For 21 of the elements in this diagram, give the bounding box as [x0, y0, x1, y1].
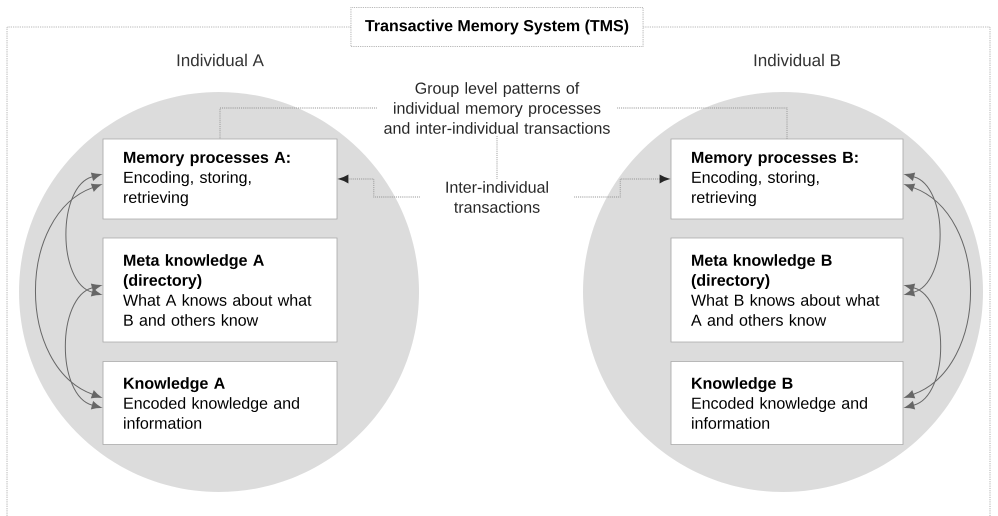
text-box: Meta knowledge A (directory) What A knows about what B and others know	[102, 238, 338, 342]
node-label: Individual B	[754, 54, 840, 66]
leader-line	[220, 108, 378, 140]
arrow	[338, 174, 420, 198]
arrow	[65, 172, 102, 296]
node-label: Individual A	[178, 54, 264, 66]
text-box: Memory processes A: Encoding, storing, retrieving	[102, 138, 338, 220]
arrow	[574, 174, 670, 198]
text-box: Knowledge B Encoded knowledge and information	[670, 361, 904, 445]
arrow	[904, 172, 941, 296]
leader-line	[496, 136, 498, 180]
annotation-text: Group level patterns of individual memory processes and inter-individual transactions	[384, 82, 610, 134]
text-box: Memory processes B: Encoding, storing, retrieving	[670, 138, 904, 220]
arrow	[904, 284, 942, 410]
arrow	[64, 284, 102, 410]
leader-line	[616, 108, 788, 140]
annotation-text: Inter-individual transactions	[446, 181, 548, 213]
arrow	[34, 184, 102, 398]
text-box: Knowledge A Encoded knowledge and information	[102, 361, 338, 445]
text-box: Meta knowledge B (directory) What B knows about what A and others know	[670, 238, 904, 342]
arrow	[904, 184, 972, 398]
